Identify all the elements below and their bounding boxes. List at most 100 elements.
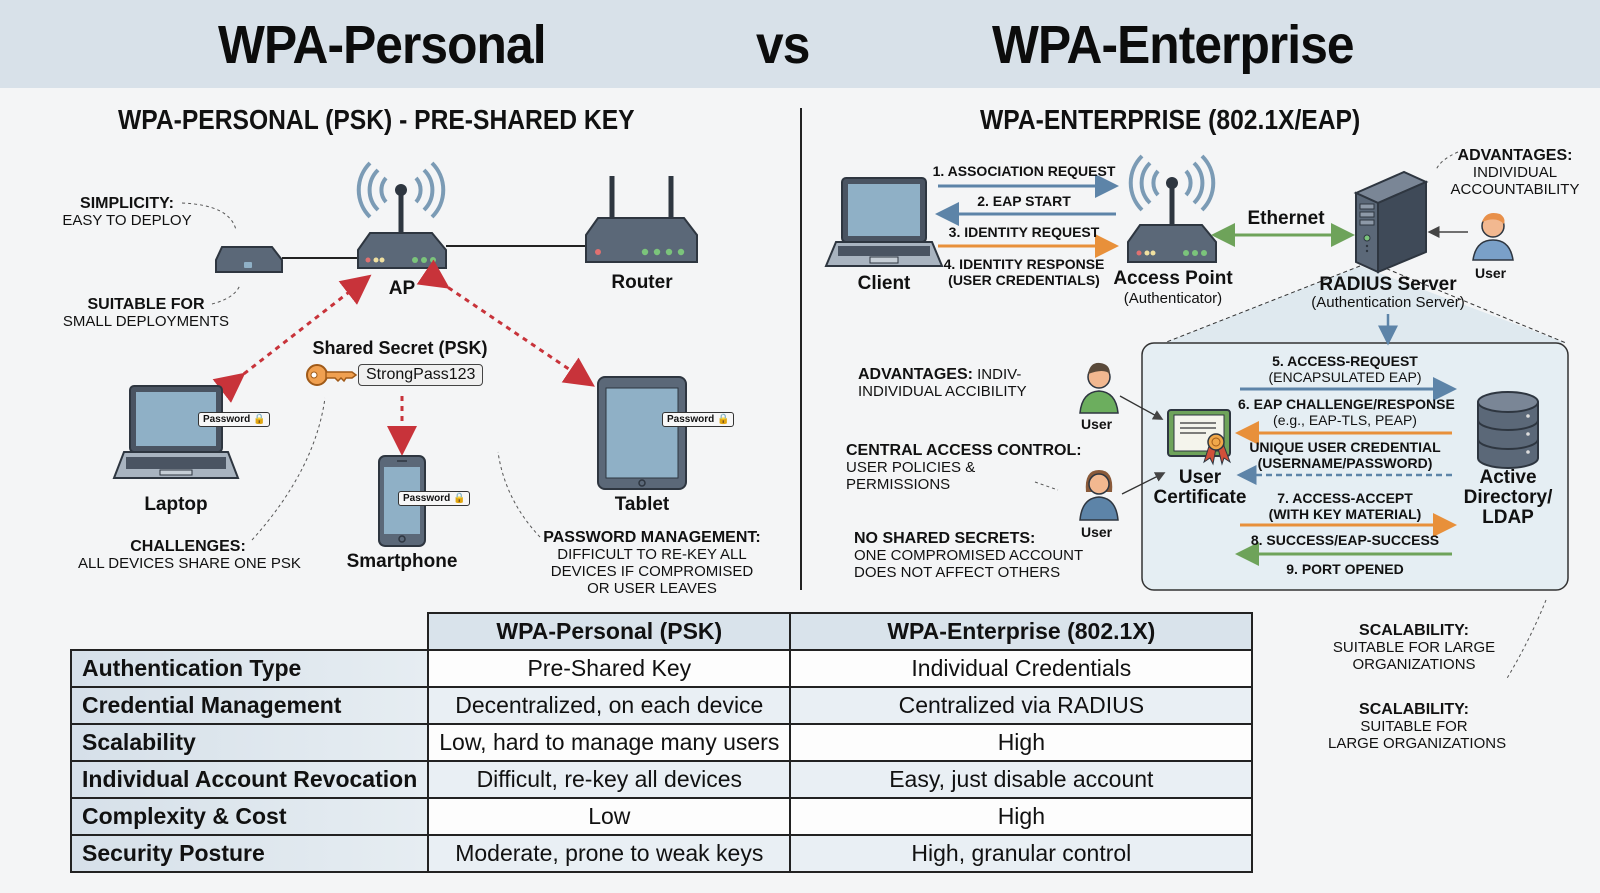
flow-label-credential-sub: (USERNAME/PASSWORD) xyxy=(1257,455,1433,471)
radius-server-label: RADIUS Server xyxy=(1319,274,1457,295)
user-icon-female xyxy=(1079,470,1119,521)
annotation-no-shared-secrets-title: NO SHARED SECRETS: xyxy=(854,530,1036,547)
smartphone-device xyxy=(378,455,426,547)
annotation-advantages-top-title: ADVANTAGES: xyxy=(1457,147,1573,164)
annotation-challenges: CHALLENGES: ALL DEVICES SHARE ONE PSK xyxy=(78,538,301,572)
annotation-line: DEVICES IF COMPROMISED xyxy=(550,563,754,580)
router-label: Router xyxy=(611,272,673,293)
title-wpa-enterprise: WPA-Enterprise xyxy=(992,15,1355,75)
header-banner xyxy=(0,0,1600,88)
cell-enterprise: Centralized via RADIUS xyxy=(789,686,1254,725)
tablet-device xyxy=(597,376,687,490)
annotation-line: OR USER LEAVES xyxy=(587,580,717,597)
client-laptop xyxy=(824,177,944,267)
column-header-enterprise: WPA-Enterprise (802.1X) xyxy=(789,612,1254,651)
shared-secret-label: Shared Secret (PSK) xyxy=(312,338,488,358)
flow-label-8: 8. SUCCESS/EAP-SUCCESS xyxy=(1250,532,1440,548)
cell-personal: Moderate, prone to weak keys xyxy=(427,834,792,873)
cell-personal: Decentralized, on each device xyxy=(427,686,792,725)
cell-personal: Low xyxy=(427,797,792,836)
cell-personal: Difficult, re-key all devices xyxy=(427,760,792,799)
user-label-top: User xyxy=(1475,265,1507,281)
annotation-line: SUITABLE FOR LARGE xyxy=(1332,639,1496,656)
annotation-suitable: SUITABLE FOR SMALL DEPLOYMENTS xyxy=(62,296,230,330)
table-row: Complexity & Cost Low High xyxy=(69,797,1254,836)
title-wpa-personal: WPA-Personal xyxy=(218,15,546,75)
flow-label-6-title: 6. EAP CHALLENGE/RESPONSE xyxy=(1238,396,1455,412)
password-badge-smartphone: Password 🔒 xyxy=(398,491,471,506)
row-header: Scalability xyxy=(69,723,430,762)
section-divider xyxy=(800,108,802,590)
annotation-simplicity-text: EASY TO DEPLOY xyxy=(62,212,192,229)
annotation-scalability-2-title: SCALABILITY: xyxy=(1359,701,1469,718)
annotation-scalability-2: SCALABILITY: SUITABLE FOR LARGE ORGANIZA… xyxy=(1328,701,1506,752)
comparison-table: WPA-Personal (PSK) WPA-Enterprise (802.1… xyxy=(69,612,1254,873)
row-header: Individual Account Revocation xyxy=(69,760,430,799)
laptop-label: Laptop xyxy=(144,494,208,515)
ethernet-label: Ethernet xyxy=(1247,208,1325,229)
title-vs: vs xyxy=(756,15,810,75)
flow-label-4: 4. IDENTITY RESPONSE (USER CREDENTIALS) xyxy=(932,256,1116,288)
annotation-line: USER POLICIES & xyxy=(846,459,976,476)
ap-label: AP xyxy=(388,278,416,299)
radius-server-device xyxy=(1353,170,1429,274)
client-label: Client xyxy=(857,273,911,294)
active-directory-line1: Active xyxy=(1479,467,1537,488)
flow-label-7-title: 7. ACCESS-ACCEPT xyxy=(1277,490,1413,506)
active-directory-label: Active Directory/ LDAP xyxy=(1458,468,1558,528)
annotation-challenges-title: CHALLENGES: xyxy=(130,538,246,555)
password-badge-tablet: Password 🔒 xyxy=(662,412,735,427)
annotation-line: PERMISSIONS xyxy=(846,476,951,493)
lock-icon: 🔒 xyxy=(453,493,466,504)
flow-label-4-sub: (USER CREDENTIALS) xyxy=(948,272,1100,288)
annotation-advantages-left: ADVANTAGES: INDIV- INDIVIDUAL ACCIBILITY xyxy=(858,366,1027,400)
smartphone-label: Smartphone xyxy=(346,551,458,572)
annotation-suitable-title: SUITABLE FOR xyxy=(87,296,205,313)
cell-enterprise: High xyxy=(789,723,1254,762)
annotation-password-management-title: PASSWORD MANAGEMENT: xyxy=(543,529,761,546)
access-point-sub-label: (Authenticator) xyxy=(1123,290,1223,307)
flow-label-6-sub: (e.g., EAP-TLS, PEAP) xyxy=(1273,412,1417,428)
table-header-row: WPA-Personal (PSK) WPA-Enterprise (802.1… xyxy=(71,612,1254,651)
annotation-advantages-left-title: ADVANTAGES: xyxy=(858,366,973,383)
laptop-device xyxy=(112,385,240,479)
flow-label-2: 2. EAP START xyxy=(977,193,1071,209)
flow-label-5: 5. ACCESS-REQUEST (ENCAPSULATED EAP) xyxy=(1238,353,1452,385)
flow-label-9: 9. PORT OPENED xyxy=(1286,561,1404,577)
annotation-line: INDIVIDUAL ACCIBILITY xyxy=(858,383,1027,400)
annotation-challenges-text: ALL DEVICES SHARE ONE PSK xyxy=(78,555,301,572)
password-badge-laptop: Password 🔒 xyxy=(198,412,271,427)
annotation-line: DIFFICULT TO RE-KEY ALL xyxy=(557,546,747,563)
annotation-line: LARGE ORGANIZATIONS xyxy=(1328,735,1507,752)
annotation-line: INDIV- xyxy=(977,366,1022,383)
table-row: Authentication Type Pre-Shared Key Indiv… xyxy=(69,649,1254,688)
ap-device xyxy=(356,161,447,269)
flow-label-5-sub: (ENCAPSULATED EAP) xyxy=(1268,369,1422,385)
user-label-male: User xyxy=(1081,416,1113,432)
annotation-no-shared-secrets: NO SHARED SECRETS: ONE COMPROMISED ACCOU… xyxy=(854,530,1083,581)
lock-icon: 🔒 xyxy=(253,414,266,425)
annotation-central-access: CENTRAL ACCESS CONTROL: USER POLICIES & … xyxy=(846,442,1082,493)
annotation-line: ACCOUNTABILITY xyxy=(1450,181,1580,198)
user-icon-male xyxy=(1079,362,1119,414)
annotation-line: DOES NOT AFFECT OTHERS xyxy=(854,564,1061,581)
user-label-female: User xyxy=(1081,524,1113,540)
row-header: Credential Management xyxy=(69,686,430,725)
password-badge-text: Password xyxy=(667,414,715,425)
certificate-icon xyxy=(1167,409,1232,466)
database-icon xyxy=(1477,391,1539,469)
cell-enterprise: Easy, just disable account xyxy=(789,760,1254,799)
table-corner xyxy=(71,613,428,650)
user-icon-top xyxy=(1472,213,1514,261)
radius-panel xyxy=(1141,342,1569,591)
table-row: Individual Account Revocation Difficult,… xyxy=(69,760,1254,799)
annotation-line: SUITABLE FOR xyxy=(1360,718,1468,735)
annotation-advantages-top: ADVANTAGES: INDIVIDUAL ACCOUNTABILITY xyxy=(1445,147,1585,198)
annotation-central-access-title: CENTRAL ACCESS CONTROL: xyxy=(846,442,1082,459)
password-badge-text: Password xyxy=(403,493,451,504)
password-badge-text: Password xyxy=(203,414,251,425)
cell-enterprise: High, granular control xyxy=(789,834,1254,873)
annotation-line: INDIVIDUAL xyxy=(1472,164,1558,181)
annotation-scalability-1-title: SCALABILITY: xyxy=(1359,622,1469,639)
